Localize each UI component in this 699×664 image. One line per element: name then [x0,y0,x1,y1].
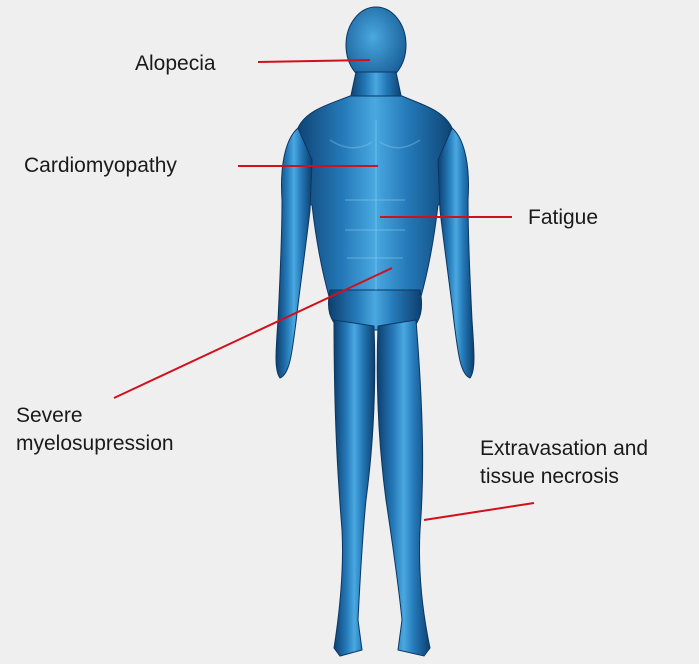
label-fatigue-text: Fatigue [528,204,598,232]
label-fatigue: Fatigue [528,204,598,232]
label-myelosupression: Severe myelosupression [16,402,174,458]
leader-line-extravasation [424,503,534,520]
label-alopecia-text: Alopecia [135,50,216,78]
right-leg [377,320,430,656]
right-arm [438,128,474,378]
label-extravasation-line1: Extravasation and [480,435,648,463]
label-extravasation: Extravasation and tissue necrosis [480,435,648,491]
label-myelosupression-line1: Severe [16,402,174,430]
label-cardiomyopathy: Cardiomyopathy [24,152,177,180]
label-cardiomyopathy-text: Cardiomyopathy [24,152,177,180]
torso [293,96,457,300]
human-body-figure [276,7,474,656]
label-extravasation-line2: tissue necrosis [480,463,648,491]
label-myelosupression-line2: myelosupression [16,430,174,458]
label-alopecia: Alopecia [135,50,216,78]
left-leg [334,320,375,656]
